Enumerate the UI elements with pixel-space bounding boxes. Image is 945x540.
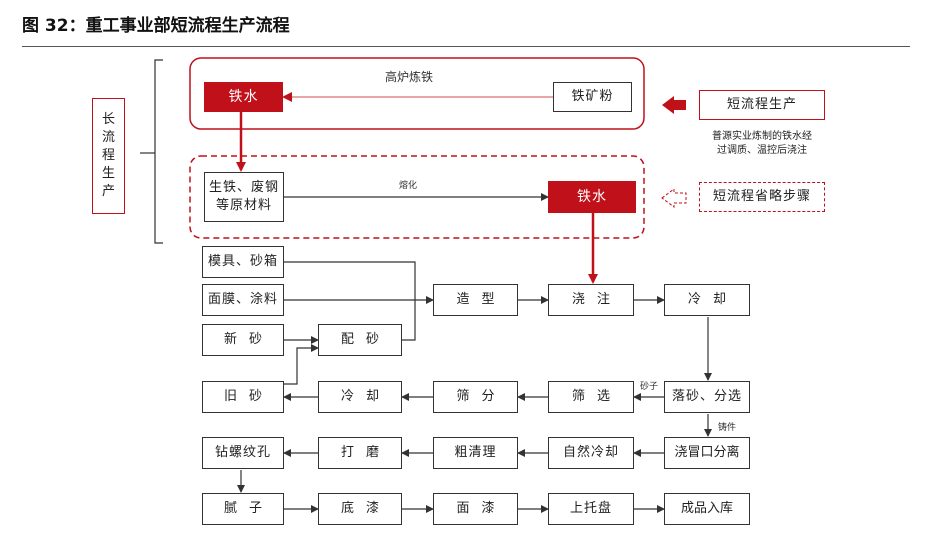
casting-label: 铸件 bbox=[718, 423, 737, 433]
grinding-step: 打磨 bbox=[318, 437, 402, 469]
cooling-step-2: 冷却 bbox=[318, 381, 402, 413]
long-process-char: 程 bbox=[101, 148, 115, 163]
pouring-step: 浇注 bbox=[548, 284, 634, 316]
short-process-arrow bbox=[662, 96, 686, 114]
short-process-note: 普源实业炼制的铁水经 过调质、温控后浇注 bbox=[690, 130, 834, 158]
long-process-label: 长 流 程 生 产 bbox=[92, 98, 125, 214]
short-process-label: 短流程生产 bbox=[699, 90, 825, 120]
mix-sand-step: 配砂 bbox=[318, 324, 402, 356]
new-sand-step: 新砂 bbox=[202, 324, 284, 356]
drilling-step: 钻螺纹孔 bbox=[202, 437, 284, 469]
raw-materials-box: 生铁、废钢 等原材料 bbox=[204, 172, 284, 222]
storage-step: 成品入库 bbox=[664, 493, 750, 525]
shakeout-step: 落砂、分选 bbox=[664, 381, 750, 413]
rough-clean-step: 粗清理 bbox=[433, 437, 518, 469]
iron-water-box-mid: 铁水 bbox=[548, 181, 636, 213]
short-process-note-line: 普源实业炼制的铁水经 bbox=[712, 131, 812, 142]
long-process-char: 产 bbox=[101, 184, 115, 199]
blast-furnace-group bbox=[189, 57, 645, 130]
blast-furnace-label: 高炉炼铁 bbox=[385, 70, 434, 84]
mold-box-step: 模具、砂箱 bbox=[202, 246, 284, 278]
iron-water-box-top: 铁水 bbox=[204, 82, 283, 112]
short-skip-label: 短流程省略步骤 bbox=[699, 182, 825, 212]
iron-ore-box: 铁矿粉 bbox=[553, 82, 632, 112]
melt-label: 熔化 bbox=[399, 181, 418, 191]
short-skip-arrow bbox=[661, 188, 687, 208]
cooling-step-1: 冷却 bbox=[664, 284, 750, 316]
long-process-char: 流 bbox=[101, 130, 115, 145]
screening-step: 筛选 bbox=[548, 381, 634, 413]
long-process-char: 长 bbox=[101, 112, 115, 127]
long-process-bracket bbox=[154, 59, 163, 244]
putty-step: 腻子 bbox=[202, 493, 284, 525]
molding-step: 造型 bbox=[433, 284, 518, 316]
long-process-char: 生 bbox=[101, 166, 115, 181]
title-divider bbox=[22, 46, 910, 47]
primer-step: 底漆 bbox=[318, 493, 402, 525]
natural-cool-step: 自然冷却 bbox=[548, 437, 634, 469]
raw-materials-line: 等原材料 bbox=[215, 198, 272, 213]
figure-title: 图 32：重工事业部短流程生产流程 bbox=[22, 16, 290, 36]
topcoat-step: 面漆 bbox=[433, 493, 518, 525]
old-sand-step: 旧砂 bbox=[202, 381, 284, 413]
riser-separation-step: 浇冒口分离 bbox=[664, 437, 750, 469]
sieving-step: 筛分 bbox=[433, 381, 518, 413]
pallet-step: 上托盘 bbox=[548, 493, 634, 525]
melting-group bbox=[189, 155, 645, 239]
short-process-note-line: 过调质、温控后浇注 bbox=[717, 145, 807, 156]
coating-step: 面膜、涂料 bbox=[202, 284, 284, 316]
raw-materials-line: 生铁、废钢 bbox=[208, 180, 279, 195]
sand-label: 砂子 bbox=[640, 382, 659, 392]
